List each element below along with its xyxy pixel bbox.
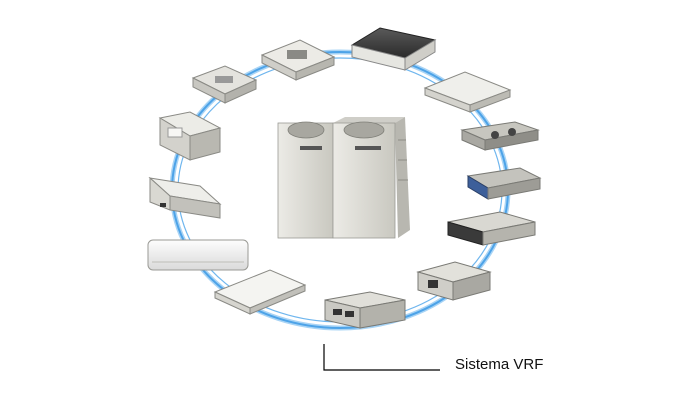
wall-mounted-split [147,239,249,271]
ceiling-concealed-duct-blue [466,167,542,200]
four-way-cassette [260,39,336,81]
floor-standing-unit [158,111,222,161]
two-way-cassette-dark [350,27,437,71]
outdoor-vrf-unit [277,117,410,239]
one-way-cassette [423,71,512,113]
diagram-caption: Sistema VRF [455,356,544,373]
ceiling-concealed-duct-dark [460,121,540,151]
floor-console-unit [148,176,222,219]
ceiling-suspended-unit [213,269,307,315]
four-way-cassette-small [191,65,258,104]
ceiling-concealed-duct-compact [416,261,492,301]
ceiling-concealed-duct-slim [447,211,536,246]
caption-leader-line [323,344,440,371]
ducted-unit-high-static [324,291,406,329]
